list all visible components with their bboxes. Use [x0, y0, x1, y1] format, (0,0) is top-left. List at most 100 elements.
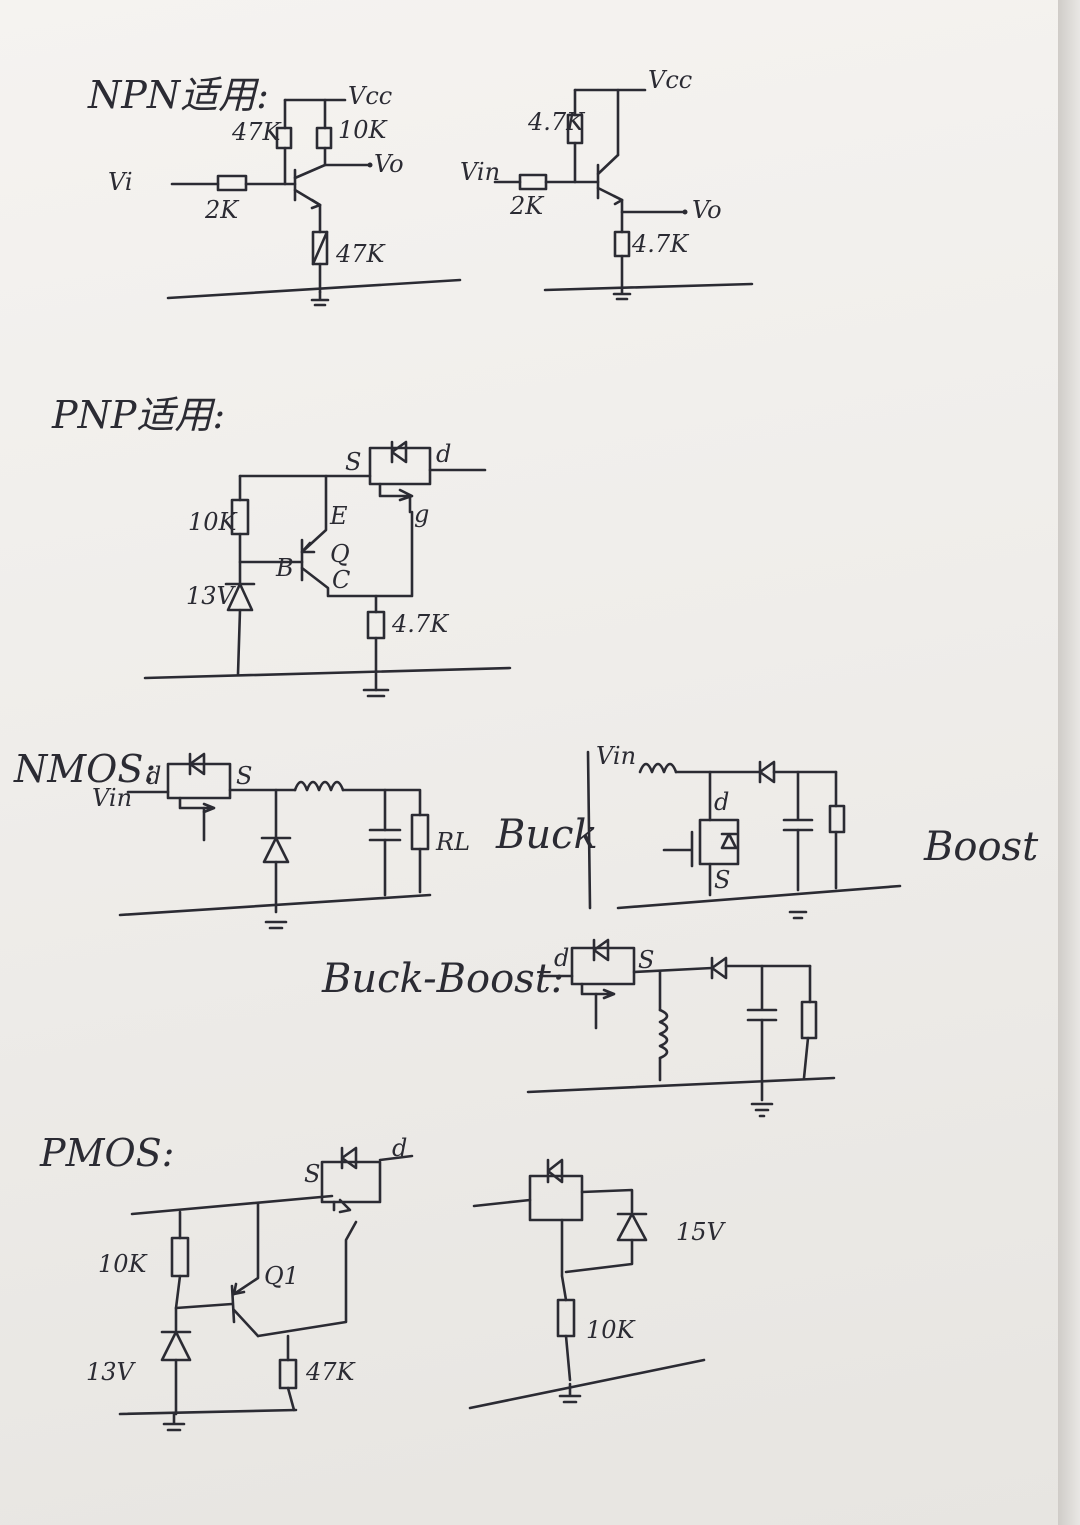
pnp-mosfet-body	[368, 446, 432, 486]
npn-left-resistor-10k	[315, 126, 333, 150]
pmos-right-ground-rail	[468, 1358, 706, 1410]
nmos-buck-boost-ground-icon	[750, 1102, 774, 1118]
npn-left-vcc-label: Vcc	[348, 82, 392, 110]
nmos-buck-mosfet-diode-icon	[188, 752, 206, 776]
npn-left-r2-label: 10K	[338, 116, 389, 144]
nmos-boost-vin-label: Vin	[596, 742, 636, 770]
heading-pmos: PMOS:	[39, 1131, 174, 1175]
pmos-left-s-label: S	[304, 1160, 320, 1188]
heading-buck-boost: Buck-Boost:	[321, 956, 564, 1002]
pnp-e-label: E	[329, 502, 348, 530]
npn-right-re-label: 4.7K	[631, 230, 690, 258]
pnp-d-label: d	[436, 440, 451, 468]
nmos-boost-mosfet-diode-icon	[720, 832, 738, 850]
npn-right-ground-rail	[543, 282, 754, 292]
nmos-buck-boost-mosfet-body	[570, 946, 636, 986]
nmos-boost-s-label: S	[714, 866, 730, 894]
pmos-left-ground-rail	[118, 1408, 298, 1416]
npn-left-resistor-2k	[216, 174, 248, 192]
npn-left-rb-label: 2K	[204, 196, 240, 224]
pmos-right-resistor-10k	[556, 1298, 576, 1338]
nmos-buck-diode-icon	[260, 836, 292, 864]
pmos-left-q-label: Q1	[264, 1262, 299, 1290]
pnp-circuit: S d g 10K B E Q C 13V 4.7K	[143, 440, 512, 698]
pnp-zener-label: 13V	[186, 582, 237, 610]
nmos-boost-load-resistor	[828, 804, 846, 834]
nmos-boost-diode-icon	[758, 760, 776, 784]
nmos-boost-capacitor	[782, 770, 814, 832]
nmos-boost-ground-rail	[616, 884, 902, 910]
pnp-resistor-4k7	[366, 610, 386, 640]
nmos-buck-ground-icon	[264, 920, 288, 930]
npn-left-vo-label: Vo	[374, 150, 404, 178]
pnp-g-label: g	[414, 500, 429, 528]
pmos-left-circuit: S d 10K Q1 13V 47K	[86, 1134, 414, 1432]
pnp-ground-icon	[362, 688, 390, 698]
pmos-right-mosfet-diode-icon	[546, 1158, 564, 1184]
npn-right-ground-icon	[612, 286, 632, 301]
nmos-buck-mosfet-body	[166, 762, 232, 800]
nmos-buck-boost-inductor	[658, 1008, 669, 1060]
npn-left-vi-label: Vi	[108, 168, 133, 196]
nmos-boost-circuit: Vin d S Boost	[586, 742, 1039, 920]
heading-pnp: PNP适用:	[51, 393, 225, 437]
heading-boost: Boost	[923, 824, 1039, 870]
nmos-boost-vin-bracket	[586, 750, 592, 910]
nmos-buck-ground-rail	[118, 893, 432, 917]
pmos-left-mosfet-body	[320, 1160, 382, 1204]
nmos-buck-boost-d-label: d	[554, 944, 569, 972]
nmos-boost-mosfet-body	[698, 818, 740, 866]
npn-right-emitter-resistor	[613, 230, 631, 258]
nmos-buck-s-label: S	[236, 762, 252, 790]
pnp-q-label: Q	[330, 540, 350, 568]
pmos-left-transistor-base	[230, 1284, 236, 1324]
nmos-boost-inductor	[638, 762, 678, 774]
pmos-left-zener-label: 13V	[86, 1358, 137, 1386]
nmos-buck-capacitor	[368, 828, 402, 842]
nmos-buck-circuit: d Vin S RL Buck	[92, 752, 598, 930]
nmos-buck-vin-label: Vin	[92, 784, 132, 812]
pmos-right-circuit: 15V 10K	[468, 1158, 727, 1410]
nmos-buck-boost-s-label: S	[638, 946, 654, 974]
nmos-buck-boost-ground-rail	[526, 1076, 836, 1094]
npn-left-ground-icon	[310, 290, 330, 307]
nmos-boost-d-label: d	[714, 788, 729, 816]
npn-left-r1-label: 47K	[231, 118, 283, 146]
pnp-s-label: S	[345, 448, 361, 476]
pnp-r-top-label: 10K	[188, 508, 239, 536]
pmos-left-resistor-10k	[170, 1236, 190, 1278]
npn-right-vin-label: Vin	[460, 158, 500, 186]
npn-right-resistor-2k	[518, 173, 548, 191]
pnp-b-label: B	[275, 554, 294, 582]
pmos-left-mosfet-diode-icon	[340, 1146, 358, 1170]
pmos-left-zener-diode-icon	[160, 1330, 192, 1362]
nmos-buck-inductor	[293, 780, 345, 792]
nmos-buck-d-label: d	[146, 762, 161, 790]
pmos-right-ground-icon	[558, 1382, 582, 1404]
pmos-right-zener-label: 15V	[676, 1218, 727, 1246]
nmos-buck-boost-circuit: d S	[526, 938, 836, 1118]
nmos-buck-rl-label: RL	[435, 828, 470, 856]
pnp-c-label: C	[332, 566, 350, 594]
npn-right-circuit: Vcc 4.7K Vin 2K Vo 4.7K	[460, 66, 754, 301]
pmos-left-d-label: d	[392, 1134, 407, 1162]
pmos-left-r-top-label: 10K	[98, 1250, 149, 1278]
paper-edge	[1058, 0, 1080, 1525]
nmos-buck-boost-diode-icon	[710, 956, 728, 980]
heading-nmos: NMOS:	[13, 747, 156, 791]
npn-right-rb-label: 2K	[509, 192, 545, 220]
nmos-buck-load-resistor	[410, 813, 430, 851]
pmos-left-r-bottom-label: 47K	[305, 1358, 357, 1386]
npn-right-vcc-label: Vcc	[648, 66, 692, 94]
npn-left-ground-rail	[166, 278, 462, 300]
pmos-right-zener-diode-icon	[616, 1212, 648, 1242]
npn-left-circuit: Vcc 47K 10K Vo Vi 2K 47K	[108, 82, 462, 307]
pnp-r-bottom-label: 4.7K	[391, 610, 450, 638]
pmos-left-resistor-47k	[278, 1358, 298, 1390]
npn-right-r1-label: 4.7K	[527, 108, 586, 136]
npn-right-vo-label: Vo	[692, 196, 722, 224]
heading-buck: Buck	[495, 812, 598, 858]
npn-left-re-label: 47K	[335, 240, 387, 268]
